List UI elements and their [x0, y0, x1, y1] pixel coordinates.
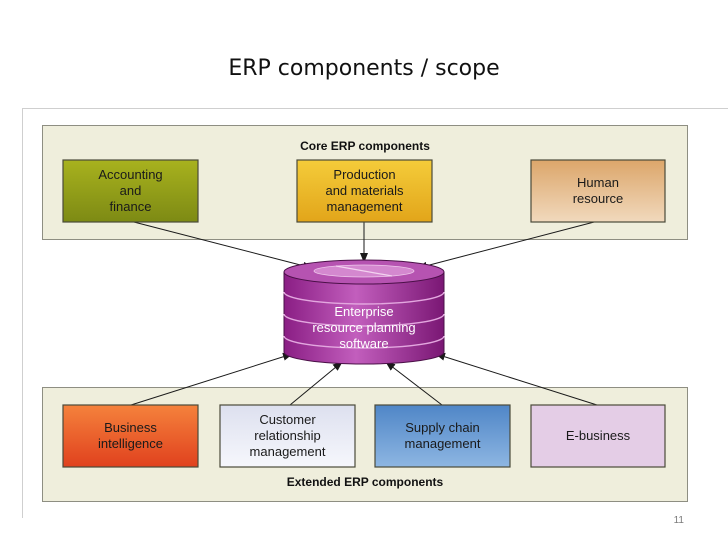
cylinder-band-3: [283, 335, 445, 349]
slide-left-rule: [22, 108, 23, 518]
slide-title: ERP components / scope: [228, 56, 500, 81]
supply-chain-label: Supply chain management: [404, 420, 481, 451]
erp-software-label: Enterprise resource planning software: [312, 304, 416, 351]
ebusiness-label: E-business: [565, 428, 631, 443]
erp-database-cylinder: [283, 259, 445, 365]
cylinder-body: [283, 271, 445, 365]
core-erp-label: Core ERP components: [300, 139, 430, 153]
arrow-accounting-to-erp: [129, 220, 313, 270]
human-resource-label: Human resource: [572, 175, 624, 206]
slide-top-rule: [22, 108, 728, 109]
ebusiness-box: [530, 404, 666, 468]
business-intelligence-box: [62, 404, 199, 468]
connector-arrows: [129, 220, 599, 406]
arrow-hr-to-erp: [417, 220, 599, 270]
extended-erp-label: Extended ERP components: [286, 475, 444, 489]
accounting-finance-label: Accounting and finance: [98, 167, 163, 214]
crm-label: Customer relationship management: [249, 412, 326, 459]
page-number: 11: [673, 515, 684, 526]
business-intelligence-label: Business intelligence: [97, 420, 164, 451]
core-component-boxes: [62, 159, 666, 223]
supply-chain-box: [374, 404, 511, 468]
extended-component-boxes: [62, 404, 666, 468]
arrow-crm-to-erp: [289, 361, 343, 406]
production-materials-box: [296, 159, 433, 223]
cylinder-band-2: [283, 313, 445, 327]
accounting-finance-box: [62, 159, 199, 223]
cylinder-band-1: [283, 291, 445, 305]
crm-box: [219, 404, 356, 468]
arrow-ebusiness-to-erp: [435, 352, 598, 406]
arrow-bi-to-erp: [130, 352, 293, 406]
production-materials-label: Production and materials management: [325, 167, 404, 214]
human-resource-box: [530, 159, 666, 223]
cylinder-top-slice: [335, 265, 393, 277]
arrow-scm-to-erp: [385, 361, 443, 406]
